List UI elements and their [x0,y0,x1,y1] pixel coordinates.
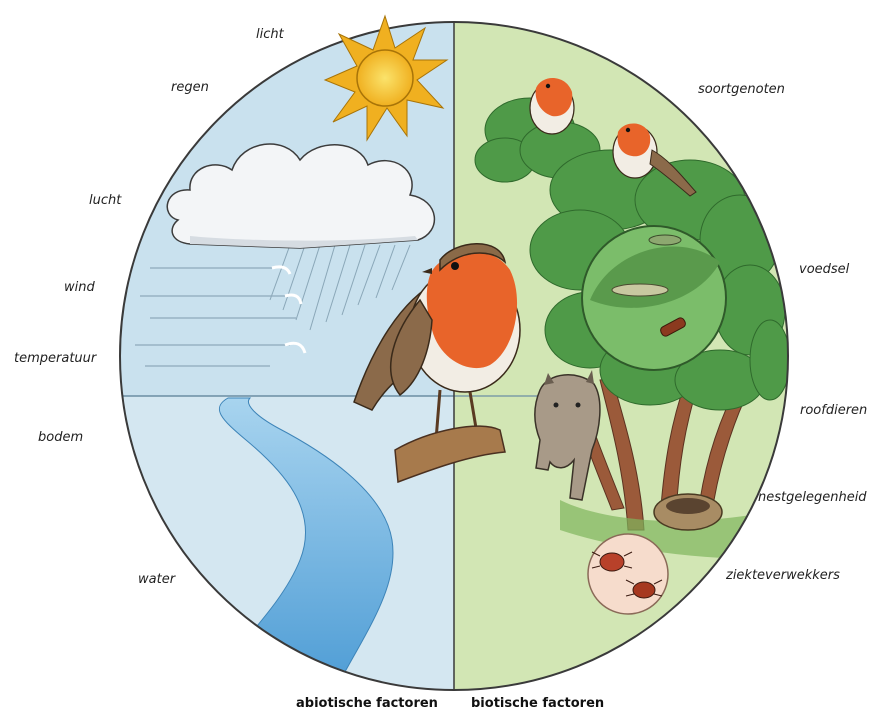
label-nestgelegenheid: nestgelegenheid [758,490,867,506]
label-temperatuur: temperatuur [14,351,96,367]
label-bodem: bodem [38,430,83,446]
label-roofdieren: roofdieren [800,403,867,419]
label-lucht: lucht [89,193,121,209]
label-wind: wind [64,280,95,296]
label-water: water [138,572,175,588]
caption-biotic: biotische factoren [471,696,604,711]
label-licht: licht [256,27,284,43]
caption-abiotic: abiotische factoren [296,696,438,711]
label-ziekteverwekkers: ziekteverwekkers [726,568,840,584]
label-voedsel: voedsel [799,262,849,278]
nest-icon [654,494,722,530]
label-soortgenoten: soortgenoten [698,82,785,98]
food-magnifier-icon [582,226,726,370]
ticks-icon [588,534,668,614]
label-regen: regen [171,80,209,96]
